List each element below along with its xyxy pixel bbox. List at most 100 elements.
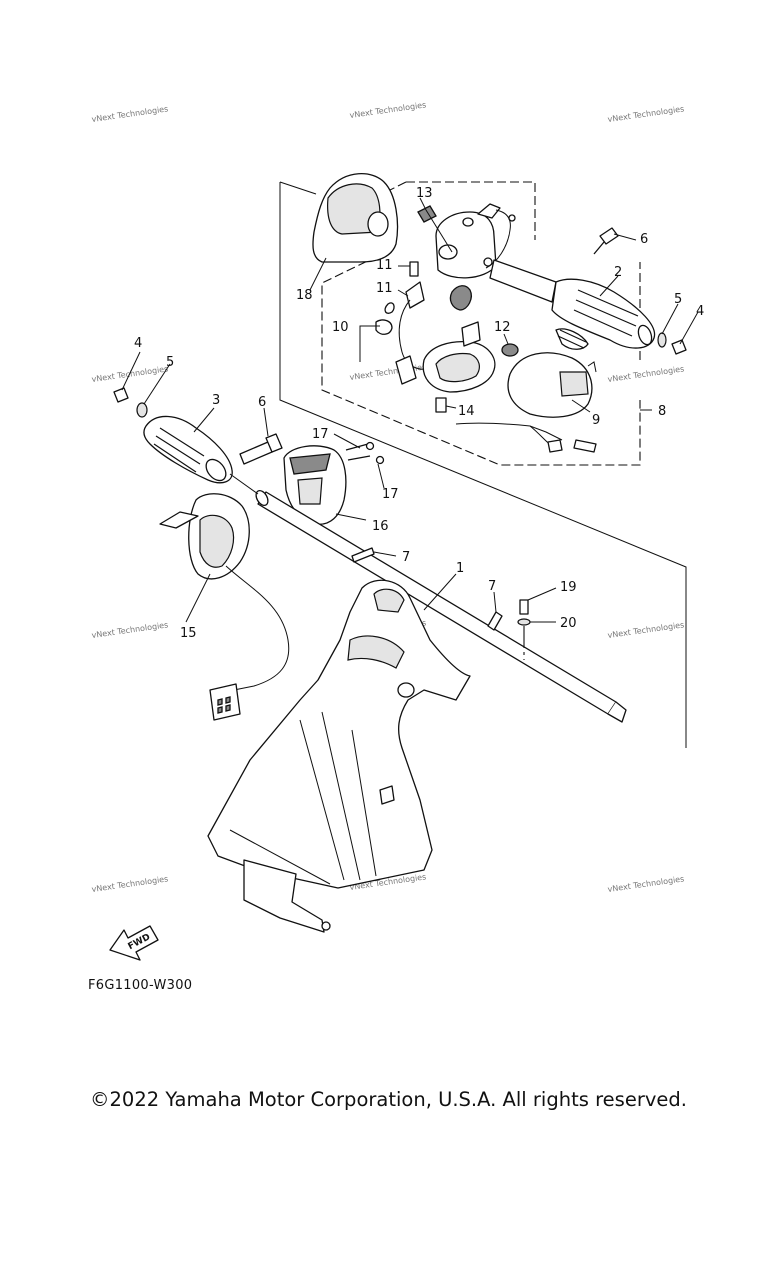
housing-recess [435,352,480,383]
watermark: vNext Technologies [607,104,685,124]
left-grip-ribs [153,427,205,473]
leader-4r [679,311,699,345]
right-grip-shaft [489,259,557,303]
leader-lines [121,197,699,623]
handlebar-end-left [255,489,269,507]
callout-17-lower: 17 [382,487,399,502]
leader-6l [263,407,269,437]
bottom-switch-block [395,355,417,385]
bolt-6-left [239,433,283,465]
column-top-clamp [373,588,405,613]
callout-7-left: 7 [402,550,410,565]
steering-column [207,579,471,933]
switch-terminal [587,361,597,373]
callout-5-left: 5 [166,355,174,370]
grip-cover [312,172,399,263]
callout-3: 3 [212,393,220,408]
leader-10 [359,325,364,362]
washer-20 [517,618,531,626]
right-grip-hardware [593,227,687,355]
callout-9: 9 [592,413,600,428]
connector-pins [217,696,231,714]
leader-7r [493,591,497,613]
callout-10: 10 [332,320,349,335]
group-outline [279,182,687,748]
watermark: vNext Technologies [91,874,169,894]
lever-arm [159,511,199,529]
housing-clamp [297,477,323,505]
bolt-7-right [487,611,503,631]
grip-cover-recess [327,183,381,235]
throttle-housing [283,441,385,525]
washer [657,332,667,348]
leader-14 [445,405,457,409]
leader-13 [419,197,427,211]
leader-12 [503,333,509,345]
grip-leader [229,473,259,495]
throttle-spring [555,328,589,350]
housing-slot [289,453,331,475]
callout-4-right: 4 [696,304,704,319]
leader-18 [309,257,327,291]
callout-6-left: 6 [258,395,266,410]
callout-14: 14 [458,404,475,419]
callout-13: 13 [416,186,433,201]
bolt-shank [239,441,273,465]
callout-17-upper: 17 [312,427,329,442]
button-stem [461,321,481,347]
callout-11-lower: 11 [376,281,393,296]
leader-17a [333,433,361,449]
connector [547,439,563,453]
callout-18: 18 [296,288,313,303]
screw-17-head [365,441,375,451]
screw-17-shanks [345,443,371,461]
screw-11-lower [384,302,395,314]
screw-14 [435,397,447,413]
right-grip-end [637,324,653,346]
lanyard-end [508,214,516,222]
bolt-19 [519,599,529,615]
housing-screw-hole [483,257,493,267]
screw-17-head [375,455,385,465]
column-bracket [379,785,395,805]
column-base-bolt [321,921,331,931]
switch-bracket [559,371,589,397]
leader-15 [185,573,211,623]
handlebar-end-right [607,701,627,723]
callout-12: 12 [494,320,511,335]
group-boundary [279,181,687,748]
left-washer [136,402,148,418]
leader-3 [193,407,215,433]
spring-coils [557,329,587,349]
connector [573,439,597,453]
left-end-cap-bolt [113,387,129,403]
diagram-part-number: F6G1100-W300 [88,978,193,993]
leader-1 [423,573,457,611]
group-outline-top [279,181,317,195]
lanyard-clip [477,203,501,219]
rubber-cap [417,205,437,223]
watermark: vNext Technologies [91,104,169,124]
watermark: vNext Technologies [607,620,685,640]
housing-hole [438,244,458,260]
leader-13b [425,209,453,253]
watermark: vNext Technologies [349,100,427,120]
watermark: vNext Technologies [607,874,685,894]
leader-17b [377,463,385,489]
end-cap-bolt [671,339,687,355]
screw-11-upper [409,261,419,277]
leader-4l [121,351,141,391]
screw-shank [593,241,605,255]
switch-housing-top-body [435,211,497,279]
grip-cover-hole [367,211,389,237]
housing-screw-hole [462,217,474,227]
fwd-arrow-icon [109,925,159,961]
callouts: 13 6 2 5 4 11 11 18 10 12 14 9 8 4 5 3 6… [134,186,704,641]
watermark: vNext Technologies [607,364,685,384]
callout-7-right: 7 [488,579,496,594]
callout-4-left: 4 [134,336,142,351]
handlebar-tube [229,473,627,723]
throttle-connector [209,683,241,721]
callout-2: 2 [614,265,622,280]
callout-8: 8 [658,404,666,419]
